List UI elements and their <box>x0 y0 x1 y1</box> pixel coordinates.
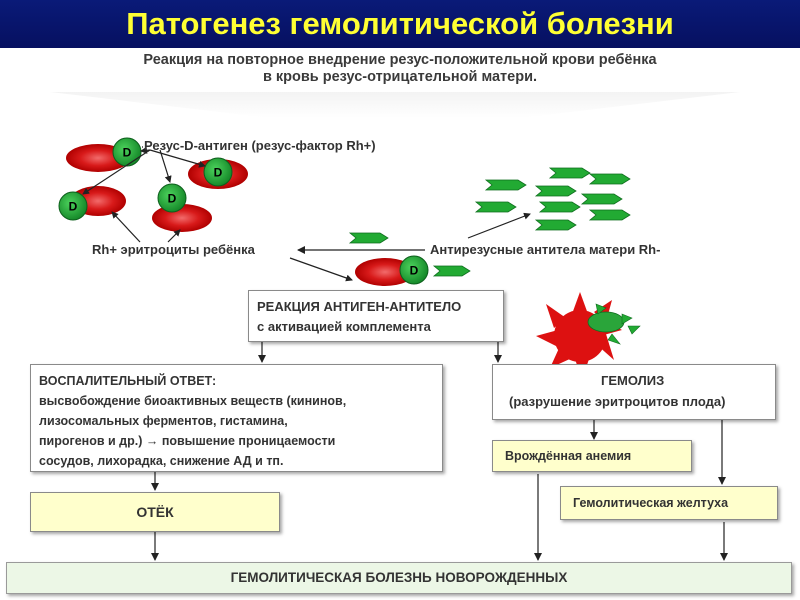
erythrocytes-label: Rh+ эритроциты ребёнка <box>92 242 255 257</box>
antibody <box>534 219 577 231</box>
disease-label: ГЕМОЛИТИЧЕСКАЯ БОЛЕЗНЬ НОВОРОЖДЕННЫХ <box>230 570 568 585</box>
subtitle-line-1: Реакция на повторное внедрение резус-пол… <box>143 52 657 68</box>
antibody <box>548 167 591 179</box>
d-antigen-label: D <box>214 166 223 180</box>
jaundice-label: Гемолитическая желтуха <box>573 496 729 510</box>
d-antigen: D <box>58 191 88 221</box>
reaction-subtitle: с активацией комплемента <box>257 319 431 334</box>
inflammation-box: ВОСПАЛИТЕЛЬНЫЙ ОТВЕТ: высвобождение биоа… <box>30 364 443 472</box>
antibody-group <box>348 167 631 277</box>
antigen-antibody-complex: D <box>355 255 429 286</box>
hemolysis-burst-icon <box>536 292 641 380</box>
arrow <box>167 229 181 243</box>
edema-label: ОТЁК <box>136 504 174 520</box>
reaction-title: РЕАКЦИЯ АНТИГЕН-АНТИТЕЛО <box>257 299 462 314</box>
edema-box: ОТЁК <box>30 492 280 532</box>
arrow <box>467 212 531 239</box>
antigen-label: Резус-D-антиген (резус-фактор Rh+) <box>144 138 376 153</box>
antibody <box>538 201 581 213</box>
inflammation-title: ВОСПАЛИТЕЛЬНЫЙ ОТВЕТ: <box>39 374 217 388</box>
antibody-pointer-arrows <box>289 212 531 282</box>
antibody <box>484 179 527 191</box>
antibody <box>534 185 577 197</box>
flow-arrows <box>151 342 728 561</box>
subtitle-line-2: в кровь резус-отрицательной матери. <box>262 69 538 85</box>
d-antigen: D <box>157 183 187 213</box>
antibody <box>588 173 631 185</box>
hemolysis-box: ГЕМОЛИЗ (разрушение эритроцитов плода) <box>492 364 776 420</box>
hemolysis-subtitle: (разрушение эритроцитов плода) <box>509 394 726 409</box>
erythrocyte-pointer-arrows <box>111 211 181 243</box>
antibody <box>474 201 517 213</box>
inflammation-line: сосудов, лихорадка, снижение АД и тп. <box>39 454 284 468</box>
d-antigen-label: D <box>69 200 78 214</box>
arrow <box>149 149 206 168</box>
inflammation-line: высвобождение биоактивных веществ (кинин… <box>39 394 347 408</box>
d-antigen-label: D <box>410 264 419 278</box>
antibodies-label: Антирезусные антитела матери Rh- <box>430 242 661 257</box>
reaction-box: РЕАКЦИЯ АНТИГЕН-АНТИТЕЛО с активацией ко… <box>248 290 504 342</box>
erythrocyte-cluster <box>66 144 248 232</box>
hemolysis-title: ГЕМОЛИЗ <box>601 373 665 388</box>
d-antigen-label: D <box>123 146 132 160</box>
title-bar <box>0 0 800 48</box>
inflammation-line: лизосомальных ферментов, гистамина, <box>39 414 288 428</box>
arrow <box>159 149 172 183</box>
d-antigen: D <box>112 137 142 167</box>
antibody <box>580 193 623 205</box>
antibody <box>432 265 471 277</box>
d-antigen <box>399 255 429 285</box>
antibody <box>348 232 389 244</box>
arrow <box>111 211 141 243</box>
antigen-pointer-arrows <box>82 146 206 195</box>
d-antigen-group: D D D D <box>58 137 233 221</box>
inflammation-line: пирогенов и др.) → повышение проницаемос… <box>39 434 336 448</box>
disease-box: ГЕМОЛИТИЧЕСКАЯ БОЛЕЗНЬ НОВОРОЖДЕННЫХ <box>6 562 792 594</box>
jaundice-box: Гемолитическая желтуха <box>560 486 778 520</box>
page-title: Патогенез гемолитической болезни <box>126 6 674 41</box>
arrow <box>140 146 151 154</box>
subtitle: Реакция на повторное внедрение резус-пол… <box>40 52 760 86</box>
d-antigen-label: D <box>168 192 177 206</box>
antibody <box>588 209 631 221</box>
anemia-label: Врождённая анемия <box>505 449 632 463</box>
arrow <box>82 149 151 195</box>
erythrocyte <box>355 258 415 286</box>
d-antigen: D <box>203 157 233 187</box>
anemia-box: Врождённая анемия <box>492 440 692 472</box>
arrow <box>289 257 353 282</box>
